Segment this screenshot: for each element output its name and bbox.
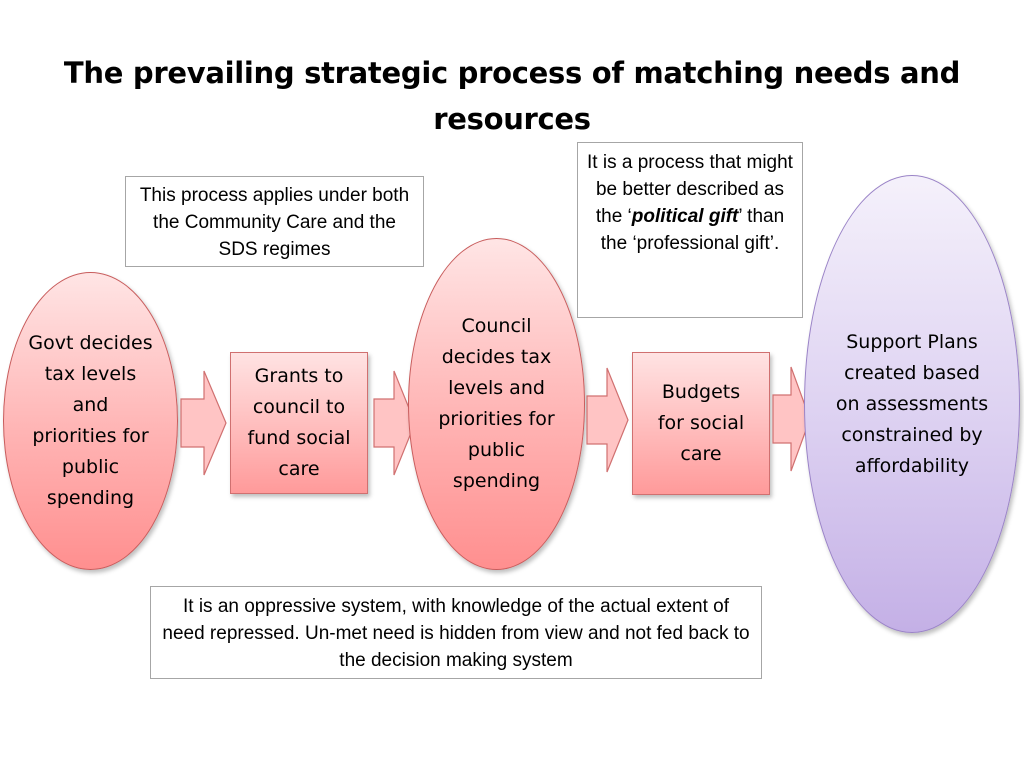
regimes-note: This process applies under both the Comm…: [125, 176, 424, 267]
political-gift-text-before: It is a process that might be better des…: [587, 152, 793, 227]
arrow-right-icon: [180, 370, 227, 476]
page-title: The prevailing strategic process of matc…: [63, 56, 961, 136]
political-gift-emphasis: political gift: [631, 206, 739, 227]
grants-node: Grants to council to fund social care: [230, 352, 368, 494]
arrow-right-icon: [772, 366, 811, 472]
political-gift-note: It is a process that might be better des…: [577, 142, 803, 318]
arrow-right-icon: [373, 370, 416, 476]
govt-decides-node: Govt decides tax levels and priorities f…: [3, 272, 178, 570]
political-gift-text-after: ’ than the ‘professional gift’.: [600, 206, 785, 254]
council-decides-label: Council decides tax levels and prioritie…: [438, 315, 555, 492]
oppressive-system-note: It is an oppressive system, with knowled…: [150, 586, 762, 679]
grants-label: Grants to council to fund social care: [247, 365, 351, 480]
support-plans-node: Support Plans created based on assessmen…: [804, 175, 1020, 633]
arrow-right-icon: [586, 367, 629, 473]
budgets-label: Budgets for social care: [657, 381, 745, 465]
support-plans-label: Support Plans created based on assessmen…: [835, 330, 989, 477]
oppressive-system-text: It is an oppressive system, with knowled…: [162, 596, 750, 671]
regimes-note-text: This process applies under both the Comm…: [139, 185, 410, 260]
budgets-node: Budgets for social care: [632, 352, 770, 495]
govt-decides-label: Govt decides tax levels and priorities f…: [28, 332, 153, 509]
council-decides-node: Council decides tax levels and prioritie…: [408, 238, 585, 570]
